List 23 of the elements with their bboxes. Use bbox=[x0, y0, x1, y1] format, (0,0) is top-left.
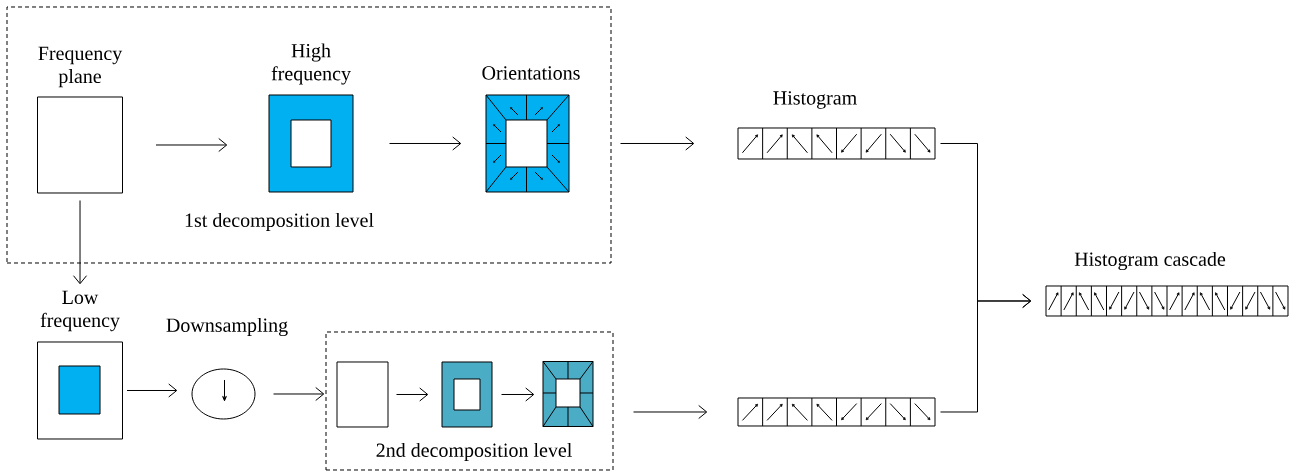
node-label: High frequency bbox=[271, 43, 351, 85]
arrow bbox=[501, 387, 535, 402]
node-label: Histogram cascade bbox=[1074, 251, 1226, 271]
group-label: 2nd decomposition level bbox=[376, 442, 572, 462]
arrow bbox=[633, 405, 708, 419]
arrow bbox=[396, 387, 429, 402]
node-label: Orientations bbox=[482, 66, 580, 80]
arrow bbox=[273, 387, 325, 401]
high-frequency-square bbox=[441, 361, 493, 428]
node-label: Downsampling bbox=[166, 317, 288, 337]
node-label: Frequency plane bbox=[38, 46, 123, 88]
histogram-bar bbox=[737, 397, 936, 427]
arrow bbox=[73, 200, 87, 285]
orientation-square bbox=[542, 361, 594, 427]
arrow bbox=[620, 136, 695, 151]
arrow bbox=[389, 136, 462, 151]
node-label: Low frequency bbox=[40, 290, 120, 332]
node-label: Histogram bbox=[773, 91, 857, 109]
arrow bbox=[126, 383, 178, 398]
arrow bbox=[155, 138, 228, 152]
arrow bbox=[940, 294, 1032, 413]
group-label: 1st decomposition level bbox=[185, 212, 374, 232]
frequency-plane-square bbox=[336, 361, 389, 428]
